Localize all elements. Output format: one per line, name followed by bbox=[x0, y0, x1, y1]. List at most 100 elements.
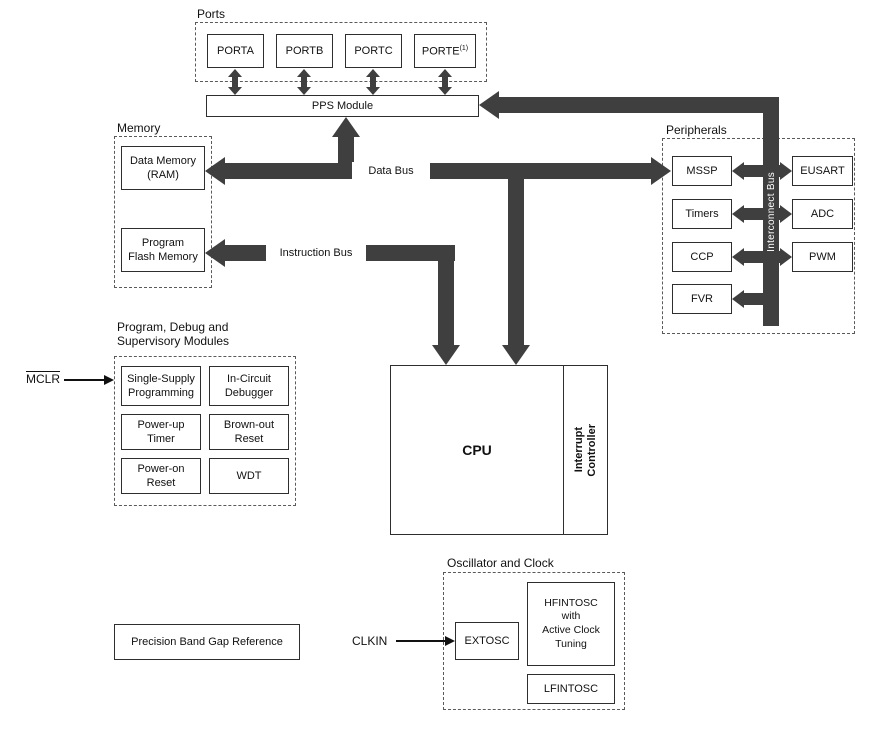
hfintosc-label-line3: Active Clock bbox=[542, 624, 600, 636]
clkin-label: CLKIN bbox=[352, 634, 388, 648]
instruction-bus-arrow-into-flash bbox=[205, 239, 225, 267]
extosc-block: EXTOSC bbox=[455, 622, 519, 660]
interrupt-controller-label-line2: Controller bbox=[585, 423, 598, 477]
single-supply-label-line1: Single-Supply bbox=[127, 372, 195, 385]
pwm-bus-arrow bbox=[780, 248, 792, 266]
porte-label: PORTE(1) bbox=[422, 44, 468, 59]
porta-pps-arrow-down bbox=[228, 87, 242, 95]
single-supply-programming-block: Single-Supply Programming bbox=[121, 366, 201, 406]
brown-out-reset-label-line1: Brown-out bbox=[223, 418, 275, 431]
porte-pps-arrow-up bbox=[438, 69, 452, 77]
in-circuit-debugger-block: In-Circuit Debugger bbox=[209, 366, 289, 406]
cpu-label: CPU bbox=[462, 441, 492, 458]
instruction-bus-label: Instruction Bus bbox=[266, 244, 366, 262]
eusart-bus-bar bbox=[778, 165, 781, 177]
debug-group-label: Program, Debug and Supervisory Modules bbox=[117, 320, 229, 349]
ports-group-outline bbox=[195, 22, 487, 82]
porte-block: PORTE(1) bbox=[414, 34, 476, 68]
hfintosc-label-line1: HFINTOSC bbox=[544, 596, 598, 609]
interrupt-controller-area: Interrupt Controller bbox=[564, 366, 607, 534]
extosc-label: EXTOSC bbox=[464, 634, 510, 647]
portb-label: PORTB bbox=[285, 44, 324, 57]
pps-module-block: PPS Module bbox=[206, 95, 479, 117]
pwm-bus-bar bbox=[778, 251, 781, 263]
power-on-reset-label-line1: Power-on bbox=[137, 462, 185, 475]
pps-module-label: PPS Module bbox=[311, 99, 374, 112]
ports-group-label: Ports bbox=[197, 7, 226, 21]
power-up-timer-block: Power-up Timer bbox=[121, 414, 201, 450]
porte-label-text: PORTE bbox=[421, 45, 460, 58]
data-bus-arrow-into-ram bbox=[205, 157, 225, 185]
band-gap-reference-block: Precision Band Gap Reference bbox=[114, 624, 300, 660]
portb-pps-arrow-up bbox=[297, 69, 311, 77]
porte-pps-arrow-bar bbox=[442, 76, 448, 88]
timers-bus-bar bbox=[743, 208, 764, 220]
eusart-bus-arrow bbox=[780, 162, 792, 180]
hfintosc-label-line2: with bbox=[561, 610, 581, 623]
oscillator-group-label: Oscillator and Clock bbox=[447, 556, 554, 570]
mssp-block: MSSP bbox=[672, 156, 732, 186]
timers-bus-arrow bbox=[732, 205, 744, 223]
hfintosc-label-line4: Tuning bbox=[555, 637, 587, 650]
data-bus-label: Data Bus bbox=[352, 162, 430, 180]
fvr-label: FVR bbox=[691, 292, 713, 305]
data-bus-arrow-into-mssp bbox=[651, 157, 671, 185]
data-memory-label-line1: Data Memory bbox=[129, 154, 197, 167]
mclr-arrow-line bbox=[64, 379, 104, 381]
pps-riser-arrow-up bbox=[332, 117, 360, 137]
interrupt-controller-label-line1: Interrupt bbox=[572, 427, 585, 473]
portb-pps-arrow-down bbox=[297, 87, 311, 95]
cpu-label-area: CPU bbox=[391, 366, 563, 534]
clkin-arrow-line bbox=[396, 640, 445, 642]
power-on-reset-block: Power-on Reset bbox=[121, 458, 201, 494]
porte-footnote: (1) bbox=[459, 44, 469, 52]
fvr-bus-bar bbox=[743, 293, 764, 305]
ccp-block: CCP bbox=[672, 242, 732, 272]
adc-block: ADC bbox=[792, 199, 853, 229]
porte-pps-arrow-down bbox=[438, 87, 452, 95]
debug-group-outline bbox=[114, 356, 296, 506]
portb-block: PORTB bbox=[276, 34, 333, 68]
adc-bus-bar bbox=[778, 208, 781, 220]
power-up-timer-label-line1: Power-up bbox=[137, 418, 185, 431]
fvr-block: FVR bbox=[672, 284, 732, 314]
ccp-bus-arrow bbox=[732, 248, 744, 266]
power-on-reset-label-line2: Reset bbox=[146, 477, 176, 489]
hfintosc-block: HFINTOSC with Active Clock Tuning bbox=[527, 582, 615, 666]
lfintosc-label: LFINTOSC bbox=[543, 682, 599, 695]
in-circuit-label-line1: In-Circuit bbox=[226, 372, 271, 385]
eusart-block: EUSART bbox=[792, 156, 853, 186]
data-memory-block: Data Memory (RAM) bbox=[121, 146, 205, 190]
single-supply-label-line2: Programming bbox=[127, 387, 195, 399]
cpu-data-drop-arrow-down bbox=[502, 345, 530, 365]
adc-label: ADC bbox=[810, 207, 835, 220]
pps-bus-arrow-left bbox=[479, 91, 499, 119]
eusart-label: EUSART bbox=[800, 164, 845, 177]
wdt-label: WDT bbox=[236, 469, 262, 482]
mssp-bus-arrow bbox=[732, 162, 744, 180]
porta-pps-arrow-bar bbox=[232, 76, 238, 88]
fvr-bus-arrow bbox=[732, 290, 744, 308]
memory-group-outline bbox=[114, 136, 212, 288]
interconnect-bus-bar: Interconnect Bus bbox=[763, 97, 779, 326]
brown-out-reset-label-line2: Reset bbox=[234, 433, 264, 445]
portc-block: PORTC bbox=[345, 34, 402, 68]
portc-label: PORTC bbox=[354, 44, 393, 57]
program-flash-block: Program Flash Memory bbox=[121, 228, 205, 272]
pps-riser-bar bbox=[338, 135, 354, 171]
cpu-data-drop-bar bbox=[508, 170, 524, 346]
porta-label: PORTA bbox=[217, 44, 254, 57]
instruction-bus-drop-bar bbox=[438, 245, 454, 346]
mclr-label: MCLR bbox=[26, 372, 61, 386]
portb-pps-arrow-bar bbox=[301, 76, 307, 88]
peripherals-group-label: Peripherals bbox=[666, 123, 727, 137]
ccp-label: CCP bbox=[690, 250, 714, 263]
mssp-bus-bar bbox=[743, 165, 764, 177]
in-circuit-label-line2: Debugger bbox=[224, 387, 274, 399]
clkin-signal: CLKIN bbox=[352, 634, 387, 648]
porta-block: PORTA bbox=[207, 34, 264, 68]
interconnect-bus-label: Interconnect Bus bbox=[765, 171, 777, 252]
portc-pps-arrow-down bbox=[366, 87, 380, 95]
power-up-timer-label-line2: Timer bbox=[147, 433, 175, 445]
